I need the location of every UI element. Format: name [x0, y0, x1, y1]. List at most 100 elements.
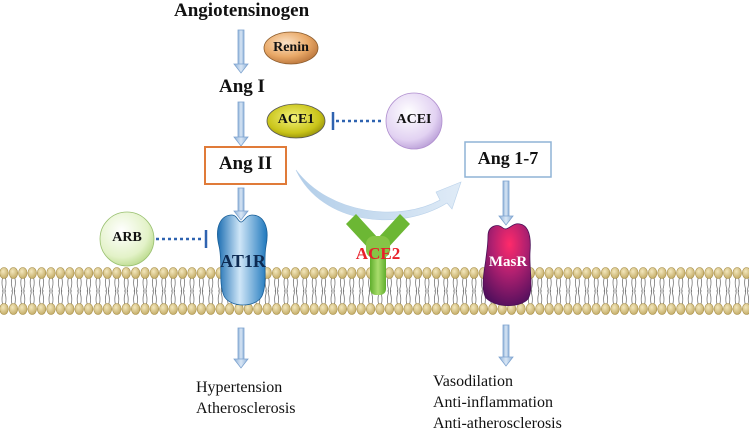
lipid-head — [55, 267, 66, 279]
lipid-head — [563, 303, 573, 315]
lipid-head — [18, 303, 28, 315]
lipid-head — [394, 303, 404, 315]
lipid-head — [694, 303, 705, 315]
lipid-head — [638, 303, 648, 315]
acei-label: ACEI — [396, 112, 432, 127]
lipid-head — [704, 267, 714, 279]
outcome-atherosclerosis: Atherosclerosis — [196, 400, 296, 417]
lipid-head — [600, 267, 611, 279]
lipid-head — [666, 267, 677, 279]
lipid-head — [102, 303, 112, 315]
lipid-head — [300, 267, 310, 279]
angiotensinogen-label: Angiotensinogen — [174, 0, 310, 21]
lipid-head — [309, 303, 319, 315]
lipid-head — [572, 267, 583, 279]
lipid-head — [403, 267, 413, 279]
lipid-head — [384, 303, 395, 315]
masr-receptor — [482, 223, 532, 307]
lipid-head — [337, 267, 348, 279]
lipid-head — [347, 303, 357, 315]
lipid-head — [93, 267, 103, 279]
lipid-head — [187, 303, 197, 315]
lipid-head — [8, 267, 18, 279]
arb-circle — [99, 211, 155, 267]
lipid-head — [591, 303, 601, 315]
lipid-head — [460, 303, 470, 315]
lipid-head — [328, 303, 338, 315]
outcome-anti-atherosclerosis: Anti-atherosclerosis — [433, 415, 562, 432]
arrow-masr-to-outcomes — [498, 324, 514, 367]
lipid-head — [742, 303, 749, 315]
lipid-head — [441, 303, 451, 315]
lipid-head — [638, 267, 648, 279]
ang2-box — [204, 146, 287, 185]
lipid-head — [732, 303, 742, 315]
lipid-head — [713, 267, 724, 279]
lipid-head — [206, 303, 216, 315]
lipid-head — [356, 267, 366, 279]
lipid-head — [225, 303, 235, 315]
lipid-head — [657, 267, 667, 279]
lipid-head — [112, 303, 122, 315]
lipid-head — [0, 267, 9, 279]
lipid-head — [469, 303, 479, 315]
lipid-head — [290, 303, 301, 315]
at1r-outcomes: Hypertension Atherosclerosis — [196, 377, 296, 419]
lipid-head — [666, 303, 677, 315]
lipid-head — [65, 267, 75, 279]
lipid-head — [629, 303, 639, 315]
lipid-head — [572, 303, 583, 315]
lipid-head — [121, 267, 131, 279]
lipid-head — [27, 303, 37, 315]
lipid-head — [704, 303, 714, 315]
lipid-head — [83, 303, 94, 315]
lipid-head — [36, 267, 47, 279]
outcome-vasodilation: Vasodilation — [433, 373, 513, 390]
lipid-head — [488, 303, 498, 315]
lipid-head — [647, 267, 658, 279]
lipid-head — [422, 303, 432, 315]
lipid-head — [290, 267, 301, 279]
lipid-head — [657, 303, 667, 315]
lipid-head — [27, 267, 37, 279]
lipid-head — [36, 303, 47, 315]
lipid-head — [215, 303, 225, 315]
lipid-head — [685, 267, 695, 279]
masr-outcomes: Vasodilation Anti-inflammation Anti-athe… — [433, 371, 562, 434]
lipid-head — [8, 303, 18, 315]
arrow-angiotensinogen-to-ang1 — [233, 29, 249, 74]
at1r-receptor — [217, 214, 268, 306]
lipid-head — [196, 267, 206, 279]
lipid-head — [366, 303, 376, 315]
lipid-head — [0, 303, 9, 315]
lipid-head — [309, 267, 319, 279]
lipid-head — [582, 267, 592, 279]
lipid-head — [431, 303, 442, 315]
lipid-head — [140, 267, 150, 279]
lipid-head — [441, 267, 451, 279]
lipid-head — [676, 303, 686, 315]
lipid-head — [46, 303, 56, 315]
lipid-head — [582, 303, 592, 315]
lipid-head — [647, 303, 658, 315]
lipid-head — [112, 267, 122, 279]
lipid-head — [149, 267, 159, 279]
lipid-head — [159, 267, 169, 279]
lipid-head — [629, 267, 639, 279]
lipid-head — [93, 303, 103, 315]
lipid-head — [46, 267, 56, 279]
lipid-head — [469, 267, 479, 279]
lipid-head — [544, 303, 554, 315]
lipid-head — [55, 303, 66, 315]
lipid-head — [610, 303, 620, 315]
lipid-head — [394, 267, 404, 279]
lipid-head — [337, 303, 348, 315]
lipid-head — [102, 267, 112, 279]
lipid-head — [544, 267, 554, 279]
lipid-head — [460, 267, 470, 279]
lipid-head — [196, 303, 206, 315]
lipid-head — [328, 267, 338, 279]
at1r-label: AT1R — [220, 251, 266, 271]
lipid-head — [742, 267, 749, 279]
